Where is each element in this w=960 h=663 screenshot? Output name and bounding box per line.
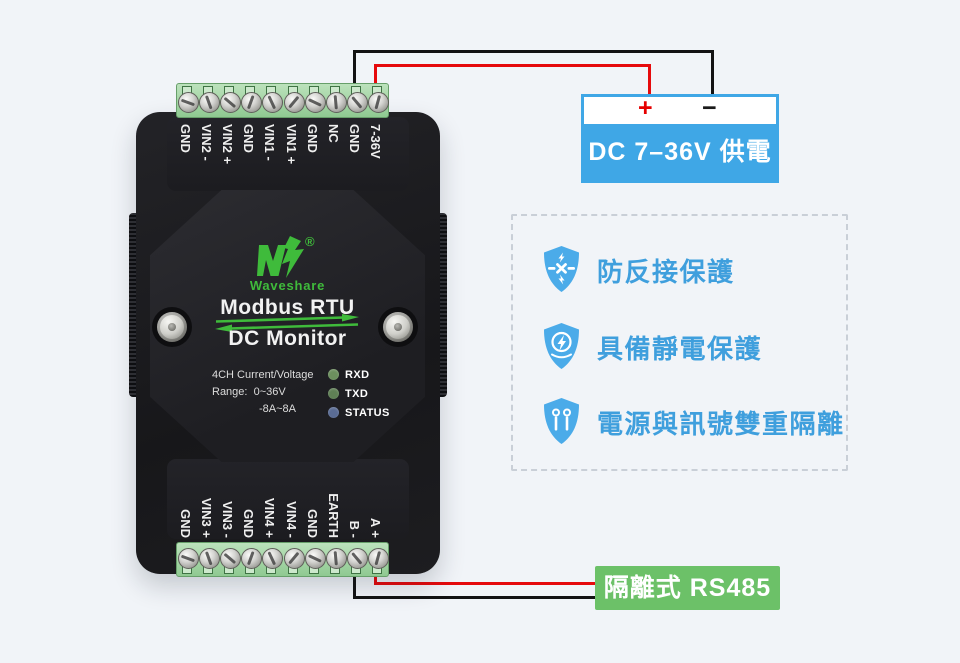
terminal-screw-icon bbox=[241, 548, 263, 569]
rs485-wire-red bbox=[374, 582, 597, 585]
waveshare-logo bbox=[257, 236, 304, 278]
terminal-screw-icon bbox=[178, 548, 200, 569]
terminal-screw-icon bbox=[283, 92, 305, 113]
terminal-label: 7-36V bbox=[367, 124, 383, 159]
feature-reverse-protection: 防反接保護 bbox=[541, 244, 735, 296]
terminal-label: NC bbox=[325, 124, 341, 143]
terminal-label: GND bbox=[178, 124, 194, 153]
faceplate-screw-icon bbox=[152, 307, 192, 347]
terminal-screw-icon bbox=[304, 548, 326, 569]
terminal-label: GND bbox=[178, 509, 194, 538]
terminal-screw-icon bbox=[262, 92, 284, 113]
power-wire-black bbox=[353, 50, 356, 88]
top-terminal-block bbox=[176, 83, 389, 118]
txd-led-icon bbox=[328, 388, 339, 399]
terminal-label: GND bbox=[304, 124, 320, 153]
power-wire-black bbox=[711, 50, 714, 96]
terminal-label: VIN1 - bbox=[262, 124, 278, 161]
terminal-screw-icon bbox=[241, 92, 263, 113]
led-indicators: RXD TXD STATUS bbox=[328, 365, 390, 422]
plus-terminal-mark: + bbox=[638, 94, 653, 122]
terminal-label: VIN4 - bbox=[283, 501, 299, 538]
rs485-wire-black bbox=[353, 596, 597, 599]
terminal-screw-icon bbox=[199, 92, 221, 113]
terminal-label: VIN4 + bbox=[262, 497, 278, 538]
terminal-screw-icon bbox=[367, 92, 389, 113]
terminal-label: GND bbox=[241, 509, 257, 538]
terminal-screw-icon bbox=[325, 548, 347, 569]
terminal-label: VIN3 + bbox=[199, 497, 215, 538]
terminal-screw-icon bbox=[220, 548, 242, 569]
led-txd: TXD bbox=[328, 384, 390, 403]
minus-terminal-mark: − bbox=[702, 94, 717, 122]
bottom-terminal-block bbox=[176, 542, 389, 577]
power-wire-black bbox=[353, 50, 714, 53]
terminal-screw-icon bbox=[262, 548, 284, 569]
terminal-label: VIN2 + bbox=[220, 124, 236, 165]
dc-power-caption: DC 7–36V 供電 bbox=[584, 124, 776, 180]
brand-text: Waveshare bbox=[249, 278, 326, 293]
terminal-label: VIN3 - bbox=[220, 501, 236, 538]
status-led-icon bbox=[328, 407, 339, 418]
terminal-screw-icon bbox=[346, 92, 368, 113]
power-wire-red bbox=[648, 64, 651, 96]
terminal-screw-icon bbox=[199, 548, 221, 569]
product-title-line2: DC Monitor bbox=[228, 327, 347, 350]
rs485-callout: 隔離式 RS485 bbox=[595, 566, 780, 610]
led-rxd: RXD bbox=[328, 365, 390, 384]
terminal-label: VIN2 - bbox=[199, 124, 215, 161]
registered-mark: ® bbox=[305, 234, 315, 249]
terminal-label: GND bbox=[304, 509, 320, 538]
terminal-screw-icon bbox=[283, 548, 305, 569]
esd-protection-shield-icon bbox=[544, 323, 579, 369]
reverse-protection-shield-icon bbox=[544, 246, 579, 292]
feature-double-isolation: 電源與訊號雙重隔離 bbox=[541, 396, 845, 448]
terminal-label: GND bbox=[346, 124, 362, 153]
rxd-led-icon bbox=[328, 369, 339, 380]
terminal-screw-icon bbox=[367, 548, 389, 569]
terminal-screw-icon bbox=[178, 92, 200, 113]
top-terminal-label-panel bbox=[167, 117, 409, 191]
power-wire-red bbox=[374, 64, 651, 67]
power-wire-red bbox=[374, 64, 377, 88]
product-title-line1: Modbus RTU bbox=[220, 296, 355, 319]
terminal-label: B - bbox=[346, 520, 362, 538]
double-isolation-shield-icon bbox=[544, 398, 579, 444]
terminal-screw-icon bbox=[325, 92, 347, 113]
terminal-screw-icon bbox=[346, 548, 368, 569]
led-status: STATUS bbox=[328, 403, 390, 422]
terminal-label: EARTH bbox=[325, 493, 341, 538]
rs485-wire-black bbox=[353, 570, 356, 599]
feature-callout-box: 防反接保護 具備靜電保護 電源與訊號雙重隔離 bbox=[511, 214, 848, 471]
faceplate-screw-icon bbox=[378, 307, 418, 347]
terminal-label: VIN1 + bbox=[283, 124, 299, 165]
feature-esd-protection: 具備靜電保護 bbox=[541, 321, 762, 373]
terminal-label: A + bbox=[367, 517, 383, 538]
power-polarity-strip: + − bbox=[584, 94, 776, 124]
rs485-wire-red bbox=[374, 570, 377, 585]
terminal-screw-icon bbox=[220, 92, 242, 113]
terminal-screw-icon bbox=[304, 92, 326, 113]
dc-power-callout: + − DC 7–36V 供電 bbox=[581, 94, 779, 183]
direction-arrows-icon bbox=[215, 314, 359, 332]
terminal-label: GND bbox=[241, 124, 257, 153]
bottom-terminal-label-panel bbox=[167, 459, 409, 539]
